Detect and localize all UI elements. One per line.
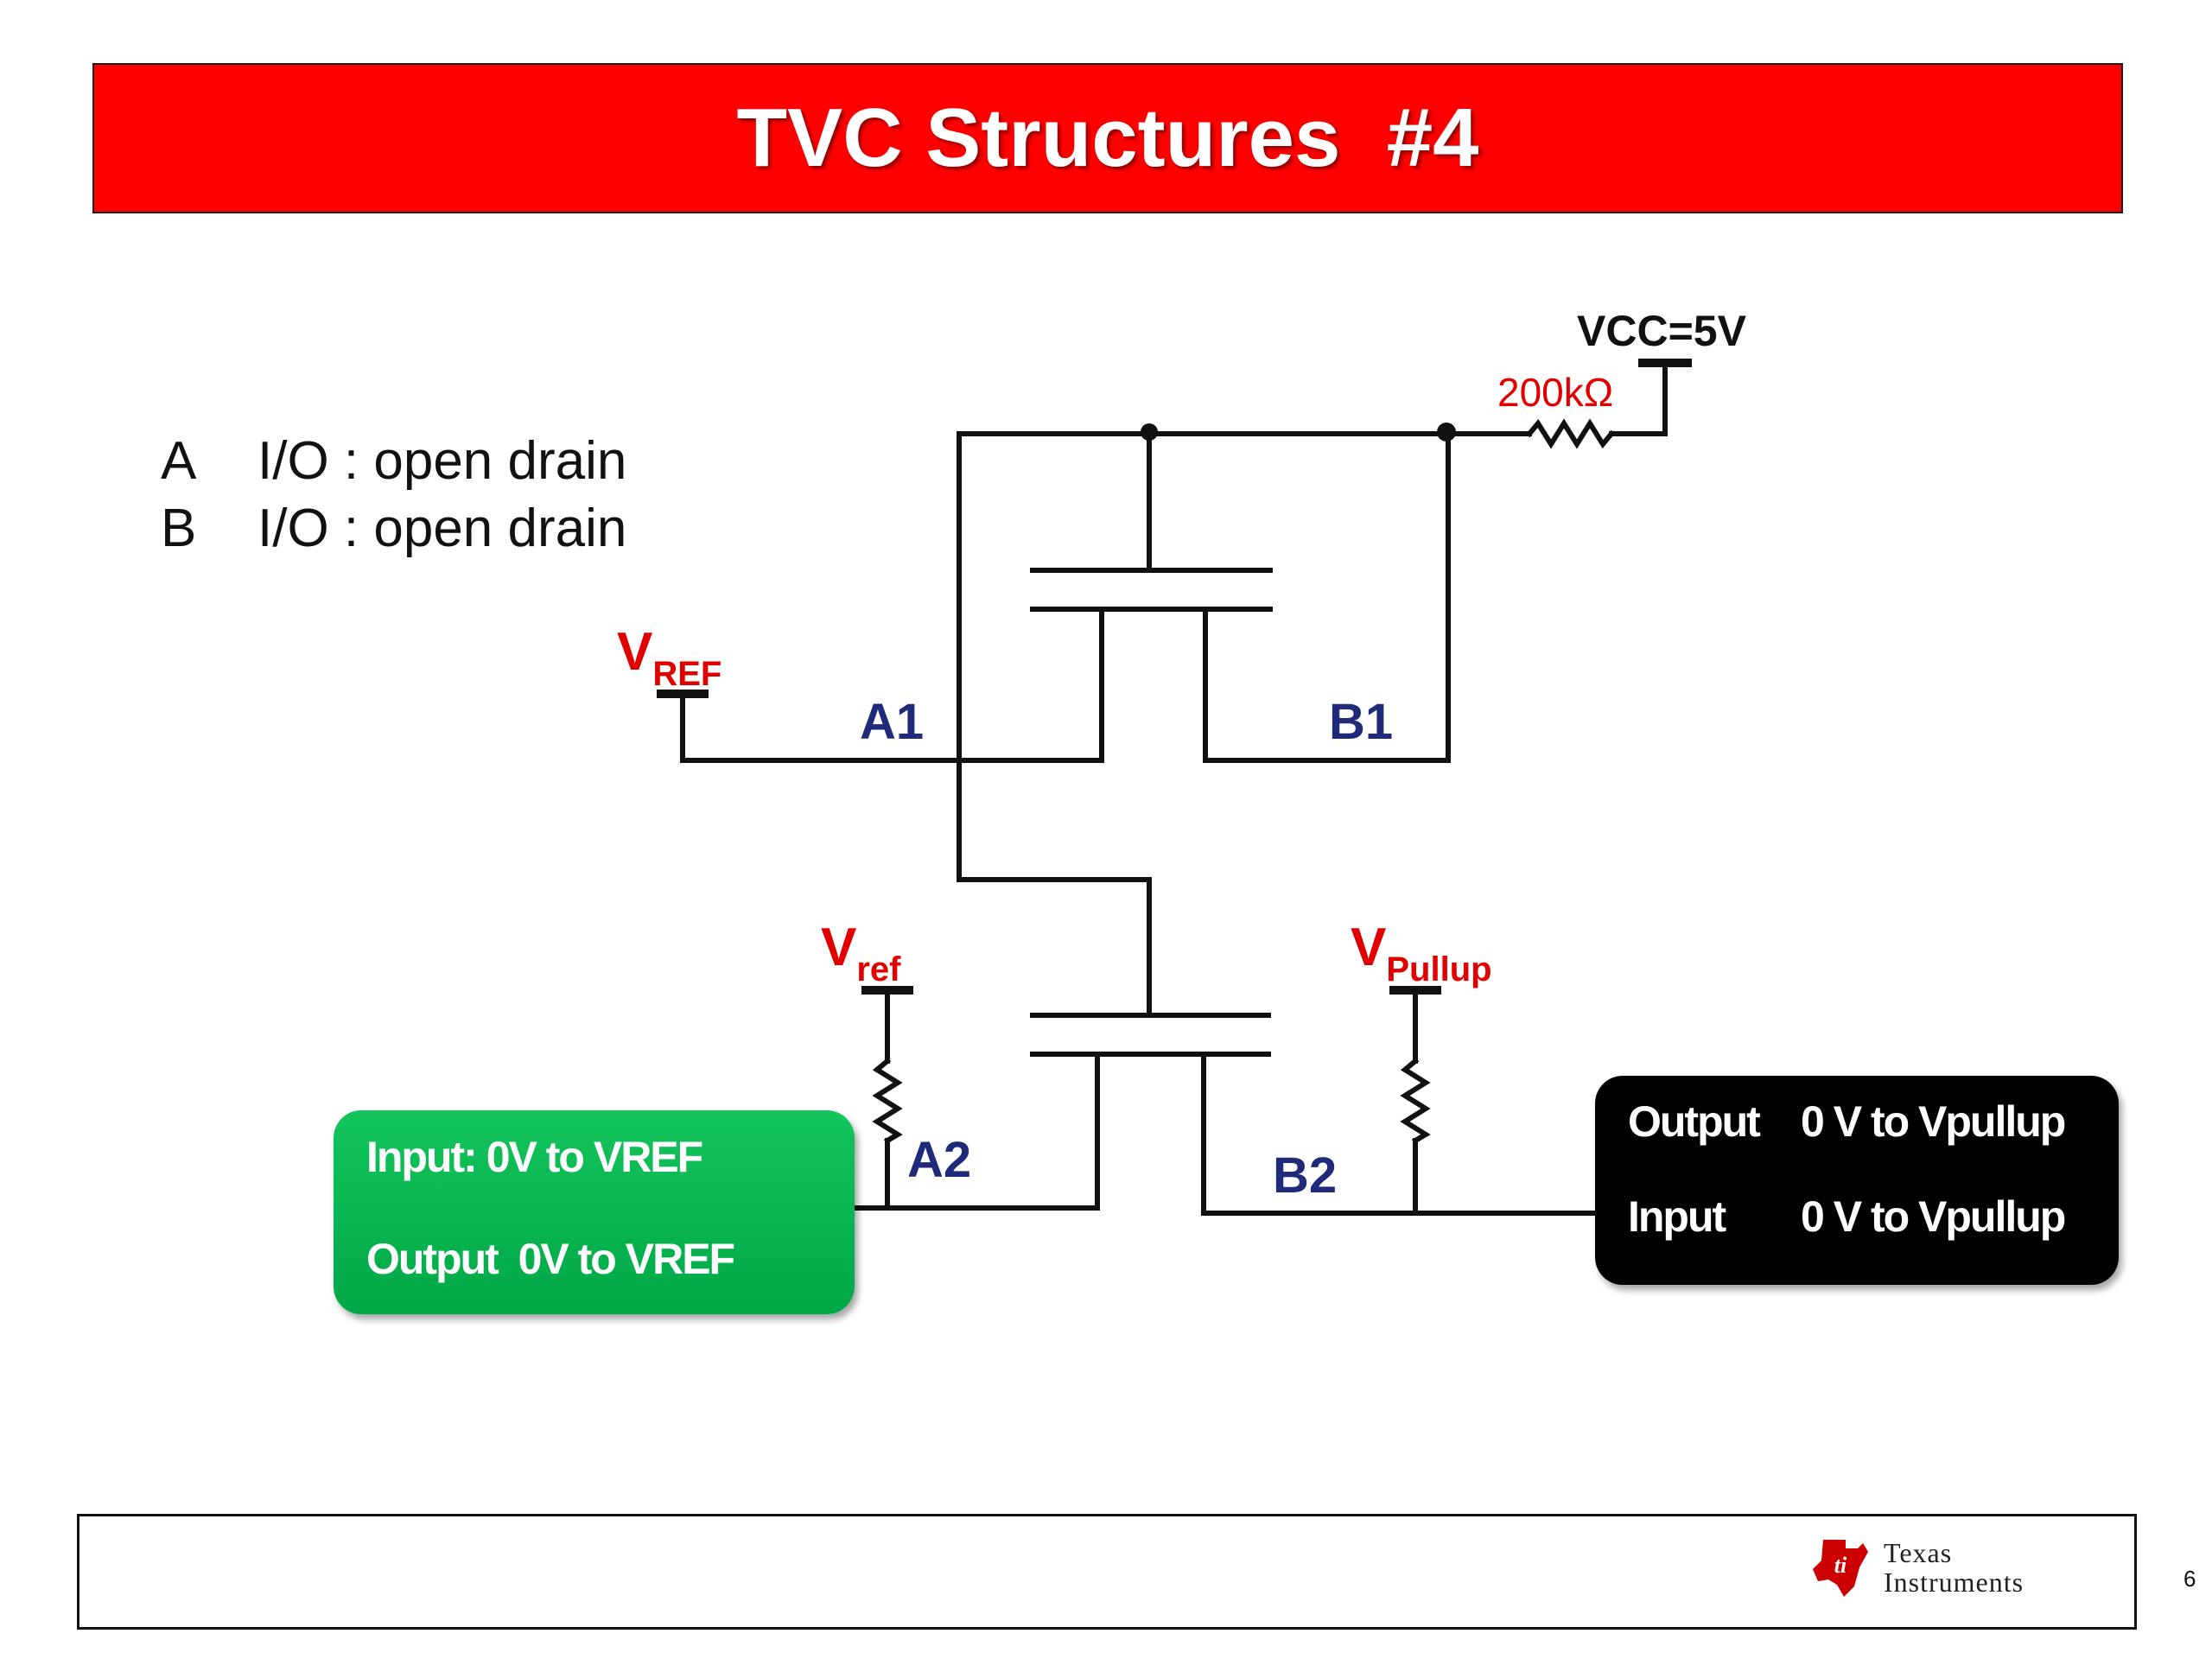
io-row-b: B I/O : open drain — [161, 495, 626, 563]
pin-a2-label: A2 — [907, 1132, 971, 1188]
pin-b2-label: B2 — [1273, 1147, 1337, 1204]
title-bar: TVC Structures #4 — [92, 63, 2123, 213]
b-side-output-row: Output 0 V to Vpullup — [1628, 1096, 2119, 1192]
io-text: I/O : open drain — [257, 431, 627, 491]
footer-bar — [77, 1514, 2137, 1630]
resistor-value-label: 200kΩ — [1497, 370, 1613, 415]
junction-dot — [1141, 423, 1158, 441]
vref-upper-label: VREF — [617, 622, 721, 693]
vcc-label: VCC=5V — [1577, 307, 1747, 355]
a-side-input-range: Input: 0V to VREF — [366, 1133, 703, 1181]
b-side-output-label: Output — [1628, 1097, 1761, 1146]
page-number: 6 — [2183, 1566, 2196, 1592]
ti-wordmark-line2: Instruments — [1884, 1567, 2024, 1598]
ti-wordmark: Texas Instruments — [1884, 1538, 2024, 1597]
ti-logo: ti Texas Instruments — [1806, 1529, 2091, 1605]
io-text: I/O : open drain — [257, 499, 627, 558]
vpullup-resistor — [1400, 1057, 1431, 1145]
vref-resistor — [872, 1057, 903, 1145]
junction-dot — [1437, 423, 1456, 442]
svg-text:ti: ti — [1834, 1553, 1847, 1578]
pin-b1-label: B1 — [1329, 694, 1393, 750]
io-description-list: A I/O : open drain B I/O : open drain — [161, 428, 626, 563]
io-letter: B — [161, 499, 197, 558]
b-side-range-box: Output 0 V to Vpullup Input 0 V to Vpull… — [1595, 1076, 2119, 1285]
a-side-output-range: Output 0V to VREF — [366, 1235, 735, 1283]
io-letter: A — [161, 431, 197, 491]
pin-a1-label: A1 — [860, 694, 924, 750]
pullup-resistor — [1525, 418, 1616, 449]
b-side-input-label: Input — [1628, 1192, 1726, 1241]
io-row-a: A I/O : open drain — [161, 428, 626, 495]
b-side-input-value: 0 V to Vpullup — [1801, 1192, 2066, 1241]
b-side-output-value: 0 V to Vpullup — [1801, 1097, 2066, 1146]
vpullup-label: VPullup — [1351, 918, 1492, 988]
vref-lower-label: Vref — [821, 918, 901, 988]
slide-title: TVC Structures #4 — [736, 92, 1479, 184]
b-side-input-row: Input 0 V to Vpullup — [1628, 1192, 2119, 1287]
a-side-range-box: Input: 0V to VREF Output 0V to VREF — [334, 1110, 855, 1314]
ti-state-icon: ti — [1813, 1540, 1868, 1597]
ti-wordmark-line1: Texas — [1884, 1537, 1953, 1568]
